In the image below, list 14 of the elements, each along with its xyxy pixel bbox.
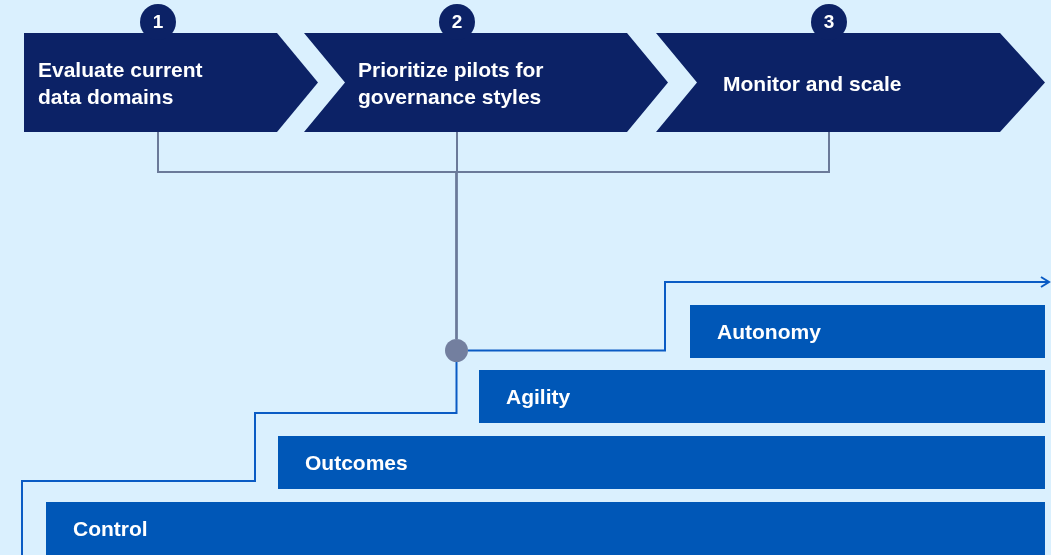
step-label: Evaluate current data domains — [38, 56, 204, 110]
connector-line — [21, 361, 458, 555]
level-bar — [278, 436, 1045, 489]
level-bar — [46, 502, 1045, 555]
level-label: Outcomes — [305, 450, 408, 476]
step-label: Monitor and scale — [723, 70, 903, 96]
level-label: Control — [73, 516, 148, 542]
step-label: Prioritize pilots for governance styles — [358, 56, 545, 110]
level-bar — [690, 305, 1045, 358]
level-label: Agility — [506, 384, 571, 410]
connector-line — [455, 131, 830, 340]
level-bar — [479, 370, 1045, 423]
connector-line — [467, 276, 1050, 352]
level-label: Autonomy — [717, 319, 821, 345]
